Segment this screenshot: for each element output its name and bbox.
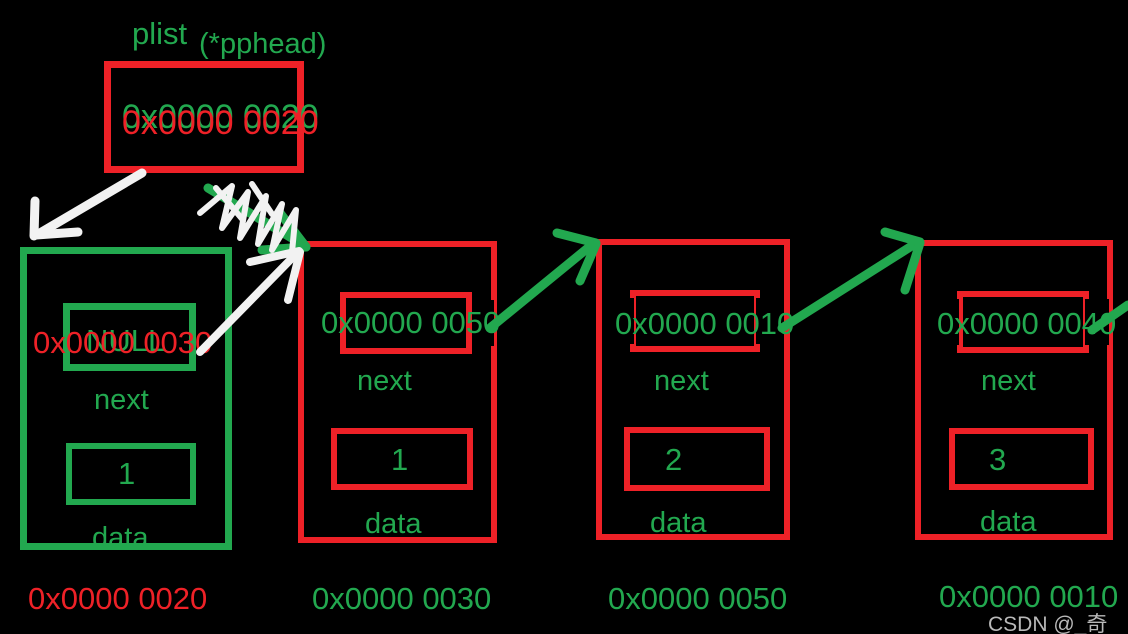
head-pointer-box <box>104 61 304 173</box>
node-1-next-box-left-gap <box>318 300 340 346</box>
head-pointer-value-overlay: 0x0000 0020 <box>122 104 319 142</box>
white-arrow-plist-to-node0 <box>29 168 147 241</box>
node-0-next-field-box <box>63 303 196 371</box>
node-3-next-value: 0x0000 0040 <box>937 306 1117 341</box>
node-2-address: 0x0000 0050 <box>608 581 788 616</box>
green-arrow-node1-to-node2 <box>485 228 601 333</box>
head-pointer-value-underlay: 0x0000 0020 <box>122 98 319 136</box>
node-2-next-value: 0x0000 0010 <box>615 306 795 341</box>
node-1-next-label: next <box>357 365 412 397</box>
node-0-next-value: NULL <box>86 323 166 358</box>
node-3-address: 0x0000 0010 <box>939 579 1119 614</box>
node-1-address: 0x0000 0030 <box>312 581 492 616</box>
node-3-next-box-left-gap <box>935 299 959 345</box>
node-1-next-field-box <box>340 292 472 354</box>
node-1-data-label: data <box>365 508 422 540</box>
plist-label: plist <box>132 16 188 51</box>
list-node-0 <box>20 247 232 550</box>
list-node-2 <box>596 239 790 540</box>
node-0-data-label: data <box>92 522 149 554</box>
white-scribble-strikeout <box>197 181 299 255</box>
node-3-data-label: data <box>980 506 1037 538</box>
node-3-next-label: next <box>981 365 1036 397</box>
green-arrow-node2-to-node3 <box>777 227 925 333</box>
node-3-data-value: 3 <box>989 442 1007 477</box>
node-1-next-value: 0x0000 0050 <box>321 305 501 340</box>
node-3-data-field-box <box>949 428 1094 490</box>
pphead-label: (*pphead) <box>199 28 327 60</box>
node-2-data-label: data <box>650 507 707 539</box>
node-1-data-field-box <box>331 428 473 490</box>
list-node-1 <box>298 241 497 543</box>
node-0-next-label: next <box>94 384 149 416</box>
node-0-address: 0x0000 0020 <box>28 581 208 616</box>
node-0-next-value-overlay: 0x0000 0030 <box>33 325 213 360</box>
node-0-data-field-box <box>66 443 196 505</box>
node-2-data-value: 2 <box>665 442 683 477</box>
node-0-data-value: 1 <box>118 456 136 491</box>
node-2-next-label: next <box>654 365 709 397</box>
csdn-watermark: CSDN @_奇奇 <box>988 613 1108 634</box>
node-2-next-box-right-gap <box>756 298 778 344</box>
green-arrow-crossed-out <box>203 183 311 255</box>
node-2-data-field-box <box>624 427 770 491</box>
node-1-data-value: 1 <box>391 442 409 477</box>
list-node-3 <box>915 240 1113 540</box>
node-2-next-box-left-gap <box>612 298 634 344</box>
